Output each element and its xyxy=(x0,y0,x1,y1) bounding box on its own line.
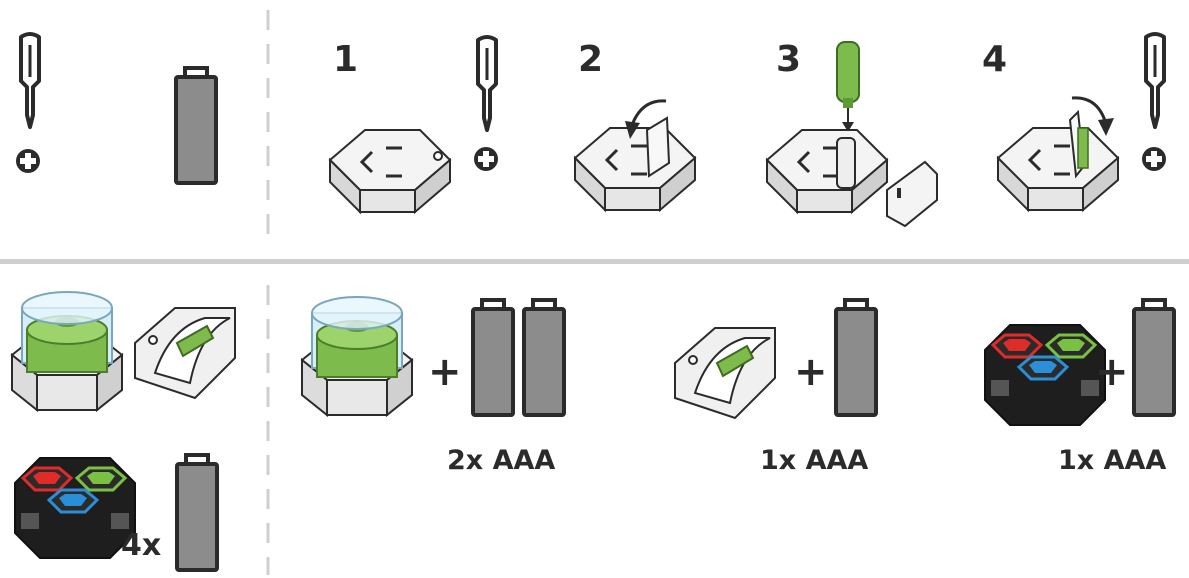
phillips-screw-icon xyxy=(16,149,40,173)
battery-count-label: 4x xyxy=(121,528,162,563)
battery-compartment-icon xyxy=(996,109,1120,212)
down-arrow-icon xyxy=(842,108,854,132)
rotate-arrow-icon xyxy=(1071,96,1114,136)
phillips-screw-icon xyxy=(1142,147,1166,171)
aaa-battery-icon xyxy=(1132,298,1176,417)
ramp-module xyxy=(674,327,776,419)
phillips-screw-icon xyxy=(474,147,498,171)
rgb-light-module xyxy=(13,456,137,560)
step-number: 4 xyxy=(982,39,1008,80)
rotate-arrow-icon xyxy=(625,99,667,139)
screwdriver-icon xyxy=(476,35,498,132)
top-vertical-divider xyxy=(266,10,270,245)
bottom-vertical-divider xyxy=(266,285,270,575)
aaa-battery-icon xyxy=(522,298,566,417)
screwdriver-icon xyxy=(19,32,41,129)
battery-compartment-icon xyxy=(328,128,452,214)
aaa-battery-icon xyxy=(174,66,218,185)
green-battery-icon xyxy=(836,41,860,108)
battery-requirement-label: 2x AAA xyxy=(447,445,556,476)
aaa-battery-icon xyxy=(175,453,219,572)
battery-requirement-label: 1x AAA xyxy=(1058,445,1167,476)
plus-sign: + xyxy=(1095,349,1129,395)
led-cup-module xyxy=(301,296,413,416)
horizontal-divider xyxy=(0,259,1189,264)
plus-sign: + xyxy=(428,349,462,395)
ramp-module xyxy=(134,307,236,399)
step-number: 3 xyxy=(776,39,802,80)
step-number: 2 xyxy=(578,39,604,80)
aaa-battery-icon xyxy=(834,298,878,417)
led-cup-module xyxy=(11,291,123,411)
aaa-battery-icon xyxy=(471,298,515,417)
plus-sign: + xyxy=(794,349,828,395)
battery-requirement-label: 1x AAA xyxy=(760,445,869,476)
rgb-light-module xyxy=(983,323,1107,427)
cover-plate-icon xyxy=(886,160,938,228)
battery-compartment-icon xyxy=(573,116,697,212)
battery-compartment-icon xyxy=(765,128,889,214)
step-number: 1 xyxy=(333,39,359,80)
screwdriver-icon xyxy=(1144,32,1166,129)
